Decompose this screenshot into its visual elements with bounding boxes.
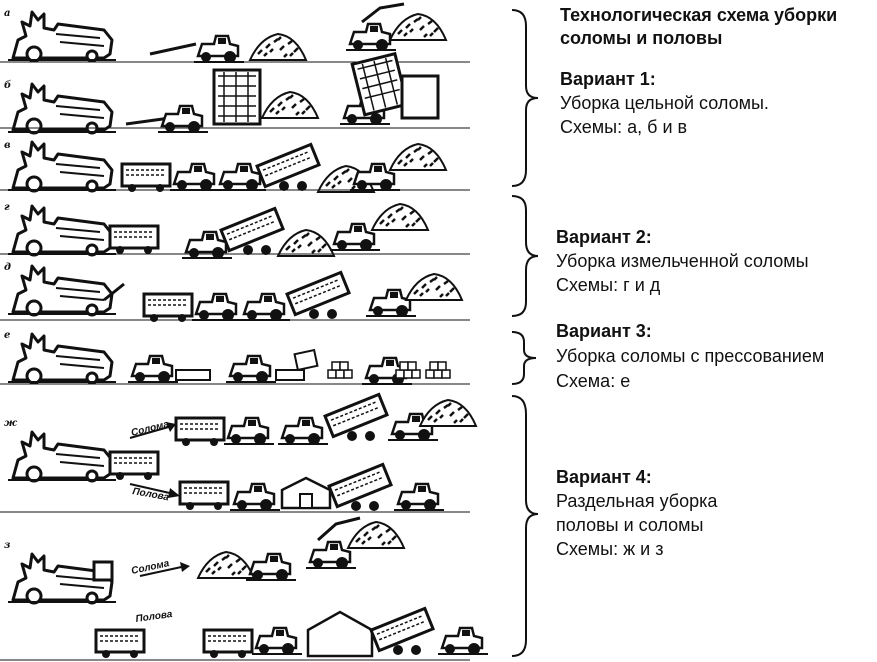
straw-flow-label-zh: Солома	[130, 419, 170, 439]
chaff-flow-label-z: Полова	[135, 609, 174, 625]
brace-variant-2	[511, 195, 539, 317]
scheme-row-d	[0, 264, 470, 324]
variant-3-schemes: Схема: е	[556, 371, 631, 391]
scheme-row-b	[0, 51, 470, 135]
variant-3-heading: Вариант 3:	[556, 321, 652, 341]
variant-1-description: Уборка цельной соломы.	[560, 93, 769, 113]
variant-2-schemes: Схемы: г и д	[556, 275, 661, 295]
variant-2-heading: Вариант 2:	[556, 227, 652, 247]
scheme-row-zh: Солома Полова	[0, 392, 478, 513]
variant-4-description-line-2: половы и соломы	[556, 515, 704, 535]
variant-1-schemes: Схемы: а, б и в	[560, 117, 688, 137]
brace-variant-1	[511, 9, 539, 187]
variant-braces	[511, 9, 539, 657]
scheme-title-line-2: соломы и половы	[560, 28, 723, 48]
variant-4-heading: Вариант 4:	[556, 467, 652, 487]
variant-4-description-line-1: Раздельная уборка	[556, 491, 718, 511]
brace-variant-3	[511, 331, 537, 385]
row-letter-zh: ж	[4, 418, 18, 429]
row-letter-g: г	[4, 202, 10, 213]
row-letter-b: б	[4, 80, 12, 91]
row-letter-v: в	[4, 140, 11, 151]
variant-3-description: Уборка соломы с прессованием	[556, 346, 825, 366]
scheme-row-g	[0, 202, 470, 261]
scheme-row-z: Солома Полова	[0, 516, 490, 661]
row-letter-d: д	[4, 262, 11, 273]
row-letter-e: е	[4, 330, 11, 341]
chaff-flow-label-zh: Полова	[131, 486, 170, 503]
variant-2-description: Уборка измельченной соломы	[556, 251, 809, 271]
scheme-row-e	[0, 332, 470, 387]
brace-variant-4	[511, 395, 539, 657]
scheme-title-line-1: Технологическая схема уборки	[560, 5, 838, 25]
scheme-row-v	[0, 140, 470, 194]
row-letter-a: а	[4, 8, 11, 19]
variant-4-schemes: Схемы: ж и з	[556, 539, 664, 559]
scheme-row-a	[0, 2, 470, 65]
row-letter-z: з	[4, 540, 11, 551]
variant-1-heading: Вариант 1:	[560, 69, 656, 89]
